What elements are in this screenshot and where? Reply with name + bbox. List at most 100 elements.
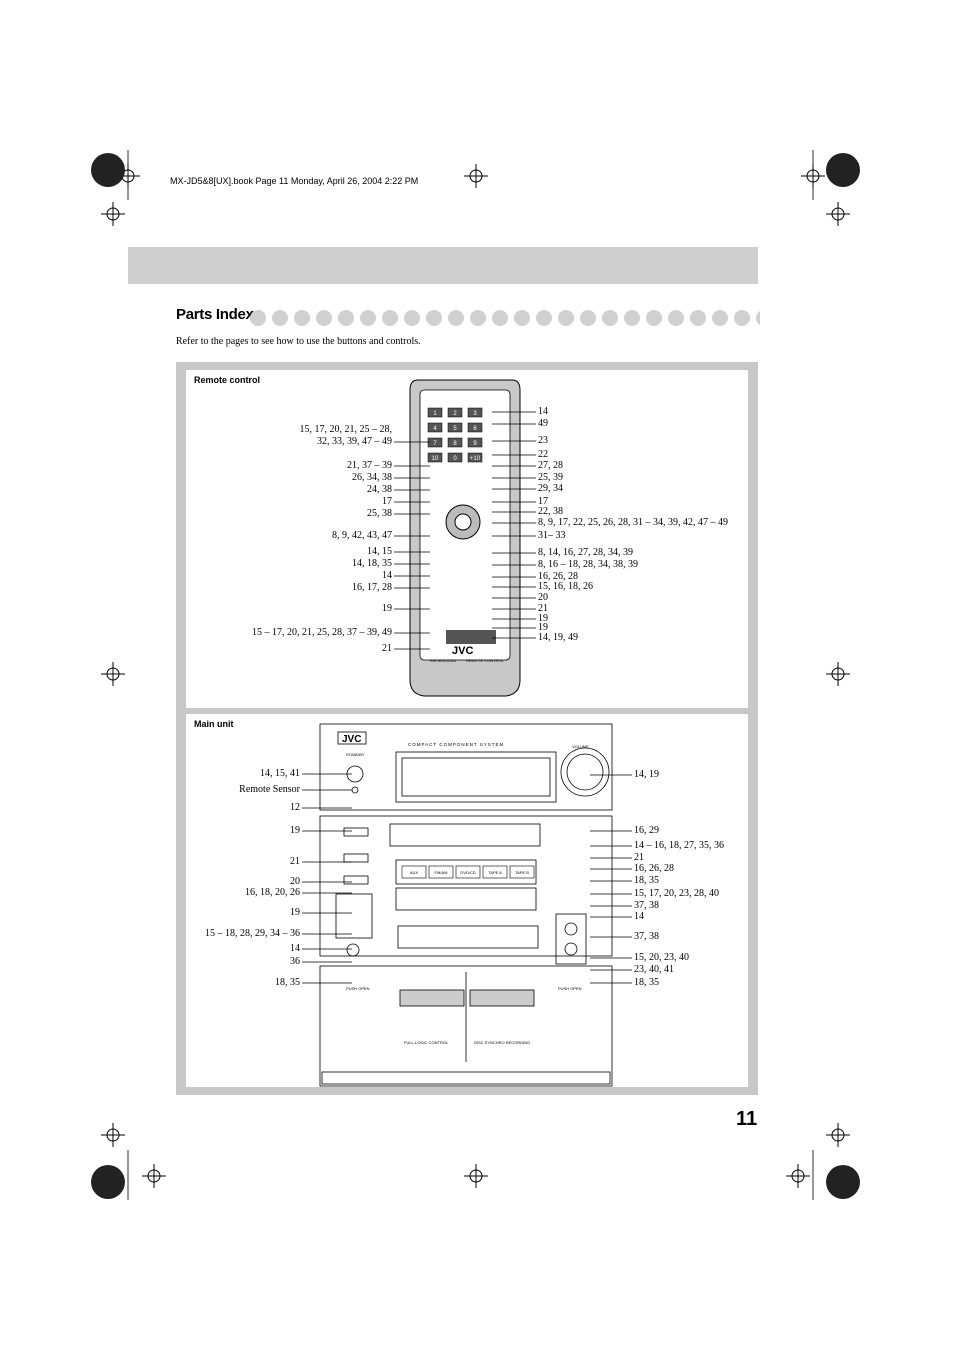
rule-dot [382, 310, 398, 326]
rule-dot [250, 310, 266, 326]
deck-b-text: DISC SYNCHRO RECORDING [474, 1040, 530, 1045]
callout-label: 20 [538, 592, 548, 603]
svg-text:+10: +10 [470, 456, 481, 462]
intro-text: Refer to the pages to see how to use the… [176, 336, 421, 347]
callout-label: 15, 17, 20, 23, 28, 40 [634, 888, 719, 899]
section-title: Parts Index [176, 306, 254, 323]
svg-text:10: 10 [432, 456, 439, 462]
svg-text:7: 7 [433, 441, 437, 447]
file-info: MX-JD5&8[UX].book Page 11 Monday, April … [170, 176, 419, 186]
color-target [91, 153, 125, 187]
remote-key: 5 [447, 422, 463, 433]
rule-dot [558, 310, 574, 326]
callout-label: 14 [538, 406, 548, 417]
rule-dot [712, 310, 728, 326]
remote-key: +10 [467, 452, 483, 463]
callout-label: 17 [382, 496, 392, 507]
callout-label: 22 [538, 449, 548, 460]
callout-label: 16, 18, 20, 26 [245, 887, 300, 898]
callout-label: 19 [290, 825, 300, 836]
callout-label: 8, 9, 17, 22, 25, 26, 28, 31 – 34, 39, 4… [538, 517, 728, 528]
callout-label: 18, 35 [275, 977, 300, 988]
callout-label: 15, 20, 23, 40 [634, 952, 689, 963]
callout-label: 14, 15 [367, 546, 392, 557]
callout-label: 12 [290, 802, 300, 813]
svg-text:8: 8 [453, 441, 457, 447]
callout-label: 15, 17, 20, 21, 25 – 28, [299, 424, 393, 435]
callout-label: 19 [290, 907, 300, 918]
callout-label: 21 [382, 643, 392, 654]
callout-label: Remote Sensor [239, 784, 300, 795]
color-target [826, 153, 860, 187]
volume-text: VOLUME [572, 744, 589, 749]
registration-mark [142, 1164, 166, 1188]
callout-label: 19 [538, 613, 548, 624]
color-target [826, 1165, 860, 1199]
svg-text:AUX: AUX [410, 870, 419, 875]
callout-label: 14 [634, 911, 644, 922]
svg-text:DVD/CD: DVD/CD [460, 870, 475, 875]
header-bar [128, 247, 758, 284]
callout-label: 17 [538, 496, 548, 507]
svg-text:4: 4 [433, 426, 437, 432]
remote-text: REMOTE CONTROL [466, 658, 505, 663]
callout-label: 16, 29 [634, 825, 659, 836]
deck-a-text: FULL-LOGIC CONTROL [404, 1040, 449, 1045]
rule-dot [668, 310, 684, 326]
svg-text:0: 0 [453, 456, 457, 462]
callout-label: 36 [290, 956, 300, 967]
svg-text:1: 1 [433, 411, 437, 417]
callout-label: 14 [290, 943, 300, 954]
remote-key: 3 [467, 407, 483, 418]
remote-key: 4 [427, 422, 443, 433]
registration-mark [464, 164, 488, 188]
push-open-left: PUSH OPEN [346, 986, 370, 991]
rule-dot [404, 310, 420, 326]
rule-dot [536, 310, 552, 326]
remote-key: 0 [447, 452, 463, 463]
callout-label: 49 [538, 418, 548, 429]
main-unit-panel-label: Main unit [194, 719, 234, 729]
callout-label: 14, 18, 35 [352, 558, 392, 569]
svg-text:FM/AM: FM/AM [435, 870, 448, 875]
rule-dot [756, 310, 760, 326]
svg-text:5: 5 [453, 426, 457, 432]
rule-dot [272, 310, 288, 326]
callout-label: 8, 9, 42, 43, 47 [332, 530, 392, 541]
registration-mark [101, 1123, 125, 1147]
system-text: COMPACT COMPONENT SYSTEM [408, 742, 504, 747]
rule-dot [470, 310, 486, 326]
rule-dot [514, 310, 530, 326]
rule-dot [690, 310, 706, 326]
rule-dot [448, 310, 464, 326]
callout-label: 8, 16 – 18, 28, 34, 38, 39 [538, 559, 638, 570]
rule-dot [646, 310, 662, 326]
callout-label: 21 [538, 603, 548, 614]
registration-mark [826, 202, 850, 226]
svg-text:2: 2 [453, 411, 457, 417]
rule-dot [316, 310, 332, 326]
push-open-right: PUSH OPEN [558, 986, 582, 991]
remote-key: 1 [427, 407, 443, 418]
standby-text: STANDBY [346, 752, 365, 757]
rule-dot [734, 310, 750, 326]
registration-mark [464, 1164, 488, 1188]
callout-label: 14, 19 [634, 769, 659, 780]
callout-label: 32, 33, 39, 47 – 49 [317, 436, 392, 447]
registration-mark [101, 662, 125, 686]
callout-label: 21 [290, 856, 300, 867]
remote-key: 2 [447, 407, 463, 418]
callout-label: 18, 35 [634, 875, 659, 886]
registration-mark [101, 202, 125, 226]
callout-label: 19 [382, 603, 392, 614]
remote-brand: JVC [452, 645, 473, 657]
rule-dot [602, 310, 618, 326]
callout-label: 18, 35 [634, 977, 659, 988]
svg-text:6: 6 [473, 426, 477, 432]
source-button: AUX [401, 865, 427, 879]
callout-label: 15 – 18, 28, 29, 34 – 36 [205, 928, 300, 939]
